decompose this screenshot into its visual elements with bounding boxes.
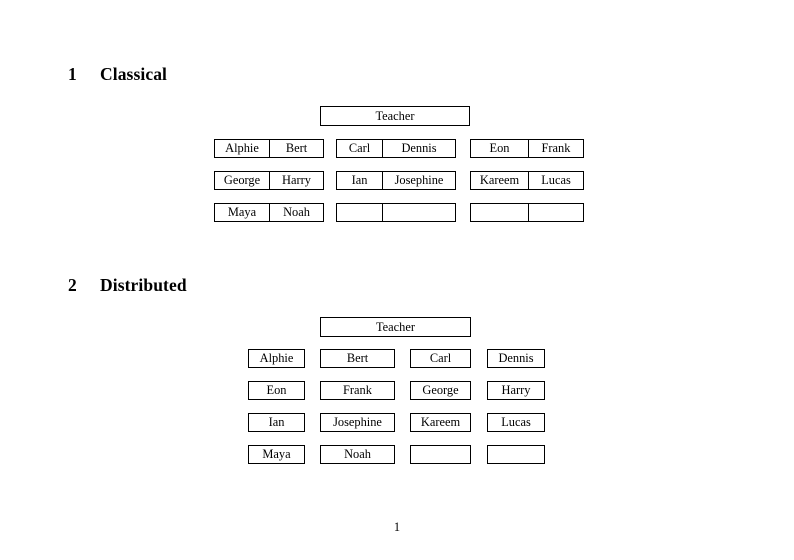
student-cell: Ian xyxy=(248,413,305,432)
distributed-r3c3: Kareem xyxy=(410,413,471,432)
student-cell: Dennis xyxy=(487,349,545,368)
student-cell: Dennis xyxy=(382,139,456,158)
table-row: Alphie xyxy=(248,349,305,368)
table-row: Maya Noah xyxy=(214,203,324,222)
section-title: Distributed xyxy=(100,275,187,295)
distributed-r2c4: Harry xyxy=(487,381,545,400)
distributed-r2c2: Frank xyxy=(320,381,395,400)
classical-group2-row1: Carl Dennis xyxy=(336,139,456,158)
classical-group3-row2: Kareem Lucas xyxy=(470,171,584,190)
page-number: 1 xyxy=(393,520,401,534)
teacher-cell: Teacher xyxy=(320,317,471,337)
table-row xyxy=(336,203,456,222)
table-row: Maya xyxy=(248,445,305,464)
table-row: Kareem xyxy=(410,413,471,432)
student-cell: Kareem xyxy=(470,171,529,190)
classical-teacher-box: Teacher xyxy=(320,106,470,126)
distributed-r4c1: Maya xyxy=(248,445,305,464)
student-cell: George xyxy=(410,381,471,400)
student-cell: George xyxy=(214,171,270,190)
table-row: Kareem Lucas xyxy=(470,171,584,190)
table-row: Josephine xyxy=(320,413,395,432)
classical-group2-row3 xyxy=(336,203,456,222)
table-row: Eon Frank xyxy=(470,139,584,158)
table-row: Alphie Bert xyxy=(214,139,324,158)
table-row: Carl xyxy=(410,349,471,368)
student-cell: Bert xyxy=(269,139,324,158)
student-cell: Josephine xyxy=(382,171,456,190)
student-cell-empty xyxy=(410,445,471,464)
student-cell-empty xyxy=(336,203,383,222)
student-cell: Josephine xyxy=(320,413,395,432)
distributed-r1c1: Alphie xyxy=(248,349,305,368)
section-number: 1 xyxy=(68,64,77,84)
teacher-cell: Teacher xyxy=(320,106,470,126)
student-cell: Harry xyxy=(487,381,545,400)
student-cell: Frank xyxy=(320,381,395,400)
table-row xyxy=(487,445,545,464)
section-heading-distributed: 2 Distributed xyxy=(68,275,187,295)
table-row xyxy=(410,445,471,464)
section-heading-classical: 1 Classical xyxy=(68,64,167,84)
student-cell-empty xyxy=(487,445,545,464)
student-cell: Eon xyxy=(470,139,529,158)
table-row: Ian xyxy=(248,413,305,432)
classical-group3-row1: Eon Frank xyxy=(470,139,584,158)
table-row: George xyxy=(410,381,471,400)
table-row: Dennis xyxy=(487,349,545,368)
table-row: Carl Dennis xyxy=(336,139,456,158)
table-row: Noah xyxy=(320,445,395,464)
student-cell-empty xyxy=(382,203,456,222)
student-cell: Maya xyxy=(214,203,270,222)
distributed-r3c2: Josephine xyxy=(320,413,395,432)
distributed-r1c4: Dennis xyxy=(487,349,545,368)
student-cell: Kareem xyxy=(410,413,471,432)
distributed-r1c2: Bert xyxy=(320,349,395,368)
distributed-r4c4 xyxy=(487,445,545,464)
table-row: Teacher xyxy=(320,317,471,337)
classical-group2-row2: Ian Josephine xyxy=(336,171,456,190)
table-row: George Harry xyxy=(214,171,324,190)
section-number: 2 xyxy=(68,275,77,295)
student-cell: Maya xyxy=(248,445,305,464)
classical-group3-row3 xyxy=(470,203,584,222)
distributed-r3c1: Ian xyxy=(248,413,305,432)
student-cell: Alphie xyxy=(248,349,305,368)
student-cell: Noah xyxy=(320,445,395,464)
table-row: Harry xyxy=(487,381,545,400)
table-row: Frank xyxy=(320,381,395,400)
student-cell: Bert xyxy=(320,349,395,368)
distributed-r3c4: Lucas xyxy=(487,413,545,432)
distributed-r1c3: Carl xyxy=(410,349,471,368)
student-cell: Eon xyxy=(248,381,305,400)
student-cell: Frank xyxy=(528,139,584,158)
classical-group1-row1: Alphie Bert xyxy=(214,139,324,158)
table-row: Eon xyxy=(248,381,305,400)
table-row: Teacher xyxy=(320,106,470,126)
classical-group1-row3: Maya Noah xyxy=(214,203,324,222)
student-cell: Carl xyxy=(336,139,383,158)
table-row: Bert xyxy=(320,349,395,368)
distributed-r4c2: Noah xyxy=(320,445,395,464)
table-row xyxy=(470,203,584,222)
distributed-r4c3 xyxy=(410,445,471,464)
student-cell: Alphie xyxy=(214,139,270,158)
section-title: Classical xyxy=(100,64,168,84)
distributed-r2c3: George xyxy=(410,381,471,400)
distributed-r2c1: Eon xyxy=(248,381,305,400)
student-cell: Lucas xyxy=(487,413,545,432)
classical-group1-row2: George Harry xyxy=(214,171,324,190)
table-row: Lucas xyxy=(487,413,545,432)
student-cell: Lucas xyxy=(528,171,584,190)
distributed-teacher-box: Teacher xyxy=(320,317,471,337)
student-cell: Noah xyxy=(269,203,324,222)
student-cell: Ian xyxy=(336,171,383,190)
student-cell-empty xyxy=(528,203,584,222)
table-row: Ian Josephine xyxy=(336,171,456,190)
student-cell: Carl xyxy=(410,349,471,368)
student-cell-empty xyxy=(470,203,529,222)
student-cell: Harry xyxy=(269,171,324,190)
